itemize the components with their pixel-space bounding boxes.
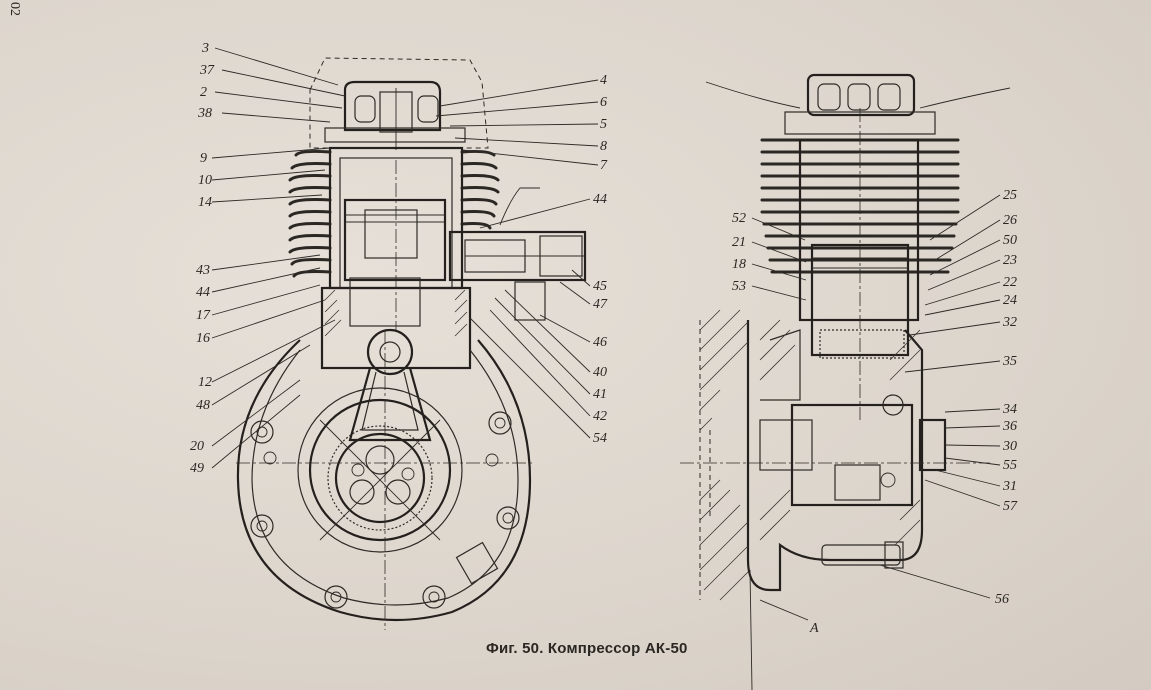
left-cross-section-view	[211, 47, 599, 630]
part-label: 26	[1003, 213, 1017, 228]
part-label: 37	[199, 63, 215, 78]
part-label: 32	[1002, 315, 1017, 330]
part-label: 16	[196, 331, 210, 346]
part-label: 5	[600, 117, 607, 132]
figure-caption: Фиг. 50. Компрессор АК-50	[486, 640, 688, 657]
part-label: 24	[1003, 293, 1017, 308]
left-view-labels: 3 37 2 38 9 10 14 43 44 17 16 12 48 20 4…	[190, 41, 608, 476]
part-label: 8	[600, 139, 607, 154]
part-label: 48	[196, 398, 210, 413]
part-label: 52	[732, 211, 746, 226]
cylinder-fins-right	[460, 149, 500, 230]
part-label: 41	[593, 387, 607, 402]
part-label: 57	[1003, 499, 1018, 514]
part-label: 45	[593, 279, 607, 294]
part-label: 17	[196, 308, 211, 323]
part-label: 4	[600, 73, 607, 88]
side-valve-assembly	[448, 187, 587, 321]
part-label: 43	[196, 263, 210, 278]
part-label: 23	[1003, 253, 1017, 268]
crankcase-bolt-holes	[250, 411, 520, 609]
part-label: 50	[1003, 233, 1017, 248]
part-label: 25	[1003, 188, 1017, 203]
part-label: 46	[593, 335, 607, 350]
part-label: 40	[593, 365, 607, 380]
part-label: 18	[732, 257, 746, 272]
part-label: 9	[200, 151, 207, 166]
part-label: 42	[593, 409, 607, 424]
part-label: 44	[593, 192, 607, 207]
part-label: 7	[600, 158, 608, 173]
part-label: A	[809, 621, 819, 636]
part-label: 34	[1002, 402, 1017, 417]
part-label: 53	[732, 279, 746, 294]
part-label: 31	[1002, 479, 1017, 494]
part-label: 10	[198, 173, 212, 188]
part-label: 44	[196, 285, 210, 300]
part-label: 3	[201, 41, 209, 56]
part-label: 12	[198, 375, 212, 390]
part-label: 35	[1002, 354, 1017, 369]
part-label: 36	[1002, 419, 1017, 434]
part-label: 55	[1003, 458, 1017, 473]
hatched-section	[699, 309, 921, 601]
part-label: 6	[600, 95, 607, 110]
right-view-labels: 52 21 18 53 25 26 50 23 22 24 32 35 34 3…	[732, 188, 1018, 636]
part-label: 54	[593, 431, 607, 446]
part-label: 49	[190, 461, 204, 476]
part-label: 21	[732, 235, 746, 250]
part-label: 2	[200, 85, 207, 100]
part-label: 14	[198, 195, 212, 210]
part-label: 56	[995, 592, 1009, 607]
part-label: 22	[1003, 275, 1017, 290]
part-label: 38	[197, 106, 212, 121]
cylinder-fins-left	[288, 149, 332, 278]
right-side-section-view	[680, 73, 1011, 690]
part-label: 20	[190, 439, 204, 454]
part-label: 47	[593, 297, 608, 312]
part-label: 30	[1002, 439, 1017, 454]
